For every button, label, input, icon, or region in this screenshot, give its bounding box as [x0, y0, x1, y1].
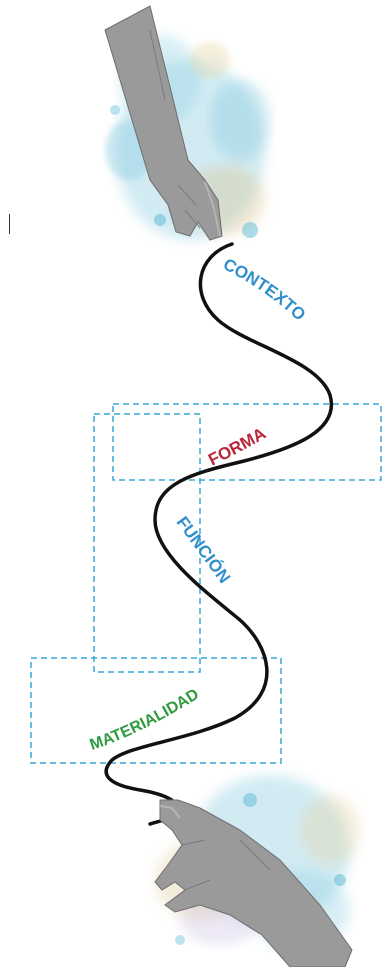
winding-curve [104, 242, 334, 826]
dashed-box-funcion-tall [93, 413, 201, 673]
dashed-box-materialidad [30, 657, 282, 764]
dashed-box-forma-wide [112, 403, 382, 481]
reaching-hand-icon [154, 799, 353, 968]
dashed-box-group [30, 403, 382, 764]
pointing-hand-icon [104, 5, 223, 241]
label-materialidad: MATERIALIDAD [88, 686, 202, 754]
label-contexto: CONTEXTO [220, 255, 309, 325]
label-funcion: FUNCIÓN [173, 513, 234, 587]
text-cursor [9, 214, 10, 234]
